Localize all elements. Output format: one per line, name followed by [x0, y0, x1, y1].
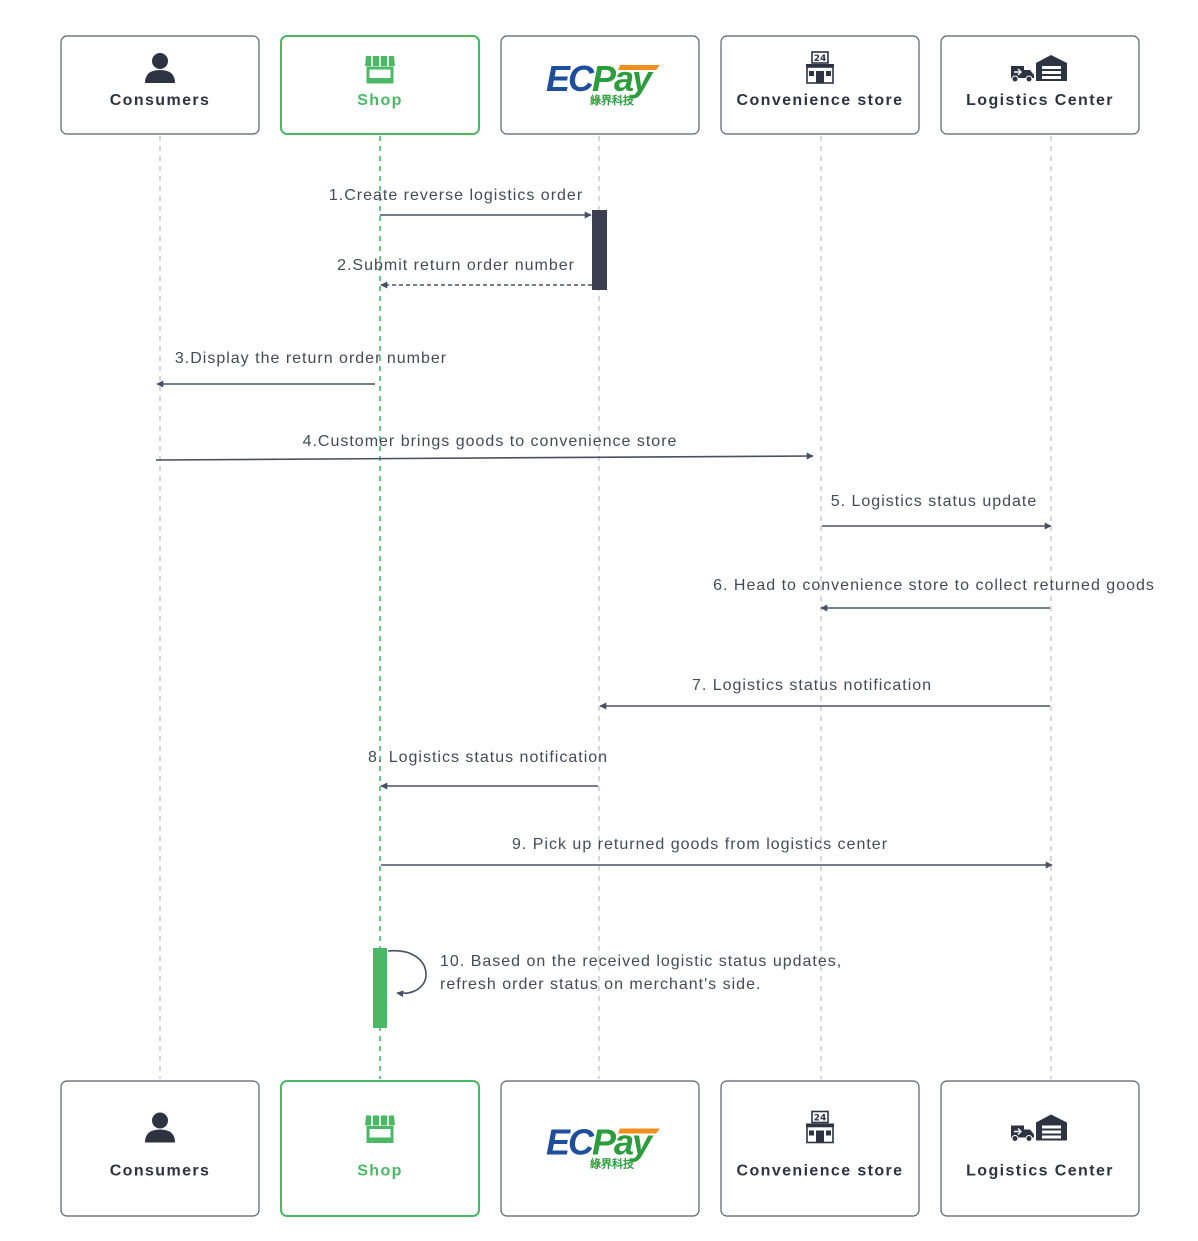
person-icon — [145, 1112, 175, 1143]
message-arrow — [155, 452, 814, 461]
actor-label: Convenience store — [737, 1163, 904, 1180]
actor-box — [720, 35, 920, 135]
message-label-line-2: refresh order status on merchant's side. — [440, 976, 761, 993]
actor-box — [280, 35, 480, 135]
message-step-7: 7. Logistics status notification — [599, 677, 1050, 710]
message-label-line-1: 10. Based on the received logistic statu… — [440, 953, 842, 970]
activation-bars — [373, 210, 607, 1028]
message-step-10: 10. Based on the received logistic statu… — [387, 950, 842, 998]
message-step-3: 3.Display the return order number — [156, 350, 447, 388]
ecpay-logo-text: ECPay — [546, 58, 654, 99]
message-step-6: 6. Head to convenience store to collect … — [713, 577, 1155, 612]
actor-logistics-center-bottom: Logistics Center — [940, 1080, 1140, 1217]
actor-logistics-center-top: Logistics Center — [940, 35, 1140, 135]
actor-box — [500, 35, 700, 135]
actor-shop-bottom: Shop — [280, 1080, 480, 1217]
message-step-1: 1.Create reverse logistics order — [329, 187, 592, 219]
actor-box — [940, 35, 1140, 135]
message-label: 5. Logistics status update — [831, 493, 1038, 510]
actor-label: Logistics Center — [966, 1163, 1114, 1180]
message-label: 6. Head to convenience store to collect … — [713, 577, 1155, 594]
person-icon — [145, 53, 175, 83]
store-24-badge: 24 — [814, 1114, 827, 1124]
truck-warehouse-icon — [1011, 1114, 1067, 1142]
convenience-store-icon: 24 — [806, 1110, 834, 1144]
actor-box — [500, 1080, 700, 1217]
message-label: 2.Submit return order number — [337, 257, 575, 274]
actor-label: Convenience store — [737, 92, 904, 109]
message-label: 3.Display the return order number — [175, 350, 447, 367]
message-step-9: 9. Pick up returned goods from logistics… — [381, 836, 1053, 869]
actor-label: Consumers — [110, 1163, 211, 1180]
store-24-badge: 24 — [814, 54, 827, 64]
actor-label: Consumers — [110, 92, 211, 109]
actor-consumers-bottom: Consumers — [60, 1080, 260, 1217]
ecpay-logo-subtext: 綠界科技 — [590, 1157, 635, 1171]
actor-shop-top: Shop — [280, 35, 480, 135]
shop-activation-bar — [373, 948, 387, 1028]
storefront-icon — [365, 56, 395, 84]
actor-box — [720, 1080, 920, 1217]
ecpay-activation-bar — [592, 210, 607, 290]
convenience-store-icon: 24 — [806, 51, 834, 84]
self-call-arrow — [387, 950, 427, 998]
actor-box — [60, 1080, 260, 1217]
message-step-2: 2.Submit return order number — [337, 257, 592, 289]
message-step-8: 8. Logistics status notification — [368, 749, 608, 790]
message-step-5: 5. Logistics status update — [822, 493, 1052, 530]
message-step-4: 4.Customer brings goods to convenience s… — [155, 433, 814, 461]
message-label: 9. Pick up returned goods from logistics… — [512, 836, 888, 853]
ecpay-logo-subtext: 綠界科技 — [590, 93, 635, 107]
actor-box — [940, 1080, 1140, 1217]
messages: 1.Create reverse logistics order 2.Submit… — [155, 187, 1155, 998]
actor-consumers-top: Consumers — [60, 35, 260, 135]
message-label: 1.Create reverse logistics order — [329, 187, 583, 204]
actor-box — [280, 1080, 480, 1217]
actor-label: Shop — [357, 92, 403, 109]
actor-label: Shop — [357, 1163, 403, 1180]
storefront-icon — [365, 1115, 395, 1143]
message-label: 7. Logistics status notification — [692, 677, 932, 694]
message-label: 4.Customer brings goods to convenience s… — [303, 433, 678, 450]
ecpay-logo-text: ECPay — [546, 1122, 654, 1163]
message-label: 8. Logistics status notification — [368, 749, 608, 766]
actor-label: Logistics Center — [966, 92, 1114, 109]
actor-box — [60, 35, 260, 135]
truck-warehouse-icon — [1011, 55, 1067, 83]
